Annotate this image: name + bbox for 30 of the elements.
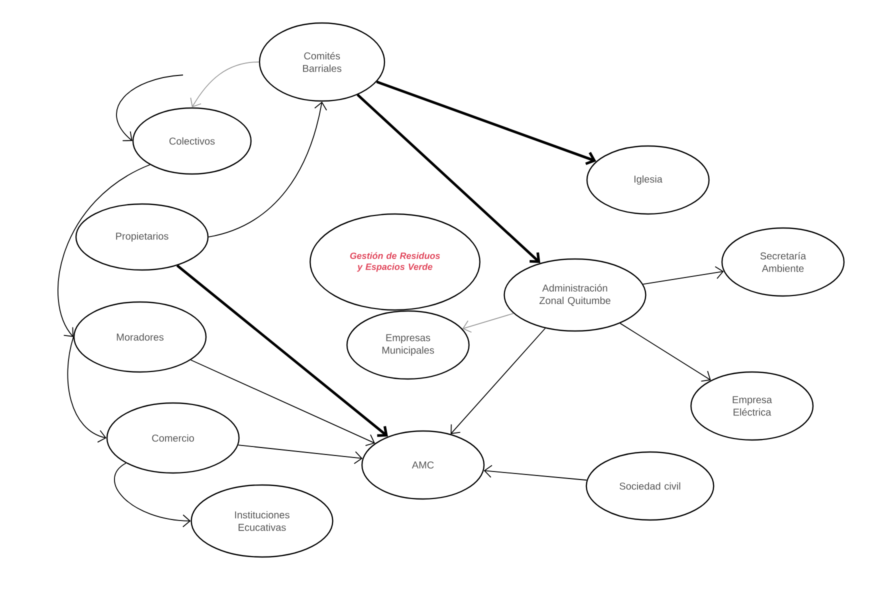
arrow [462, 312, 514, 333]
arrow [642, 266, 724, 285]
ellipse-node: Gestión de Residuos y Espacios Verde [310, 213, 480, 311]
ellipse-node: Colectivos [132, 107, 252, 175]
arrow [620, 322, 711, 382]
ellipse-node: Comercio [106, 402, 240, 474]
arrow [114, 462, 191, 528]
arrow [116, 74, 184, 142]
ellipse-node: Instituciones Ecucativas [190, 484, 334, 558]
arrow [208, 102, 328, 238]
ellipse-node: Propietarios [75, 203, 209, 271]
ellipse-node: AMC [361, 430, 485, 500]
ellipse-node: Comités Barriales [258, 22, 386, 102]
ellipse-node: Empresa Eléctrica [690, 371, 814, 441]
arrow [67, 336, 106, 443]
ellipse-node: Empresas Municipales [346, 310, 470, 380]
ellipse-node: Sociedad civil [586, 451, 714, 521]
arrow [190, 62, 260, 108]
arrow [238, 444, 363, 464]
arrow [376, 80, 596, 166]
ellipse-node: Secretaría Ambiente [721, 227, 845, 297]
arrow [450, 328, 546, 434]
ellipse-node: Administración Zonal Quitumbe [504, 258, 646, 332]
ellipse-node: Moradores [73, 301, 207, 373]
arrow [176, 264, 388, 437]
arrow [356, 94, 540, 264]
arrow [190, 360, 376, 446]
arrow [484, 464, 588, 481]
ellipse-node: Iglesia [586, 145, 710, 215]
arrow [58, 164, 150, 337]
